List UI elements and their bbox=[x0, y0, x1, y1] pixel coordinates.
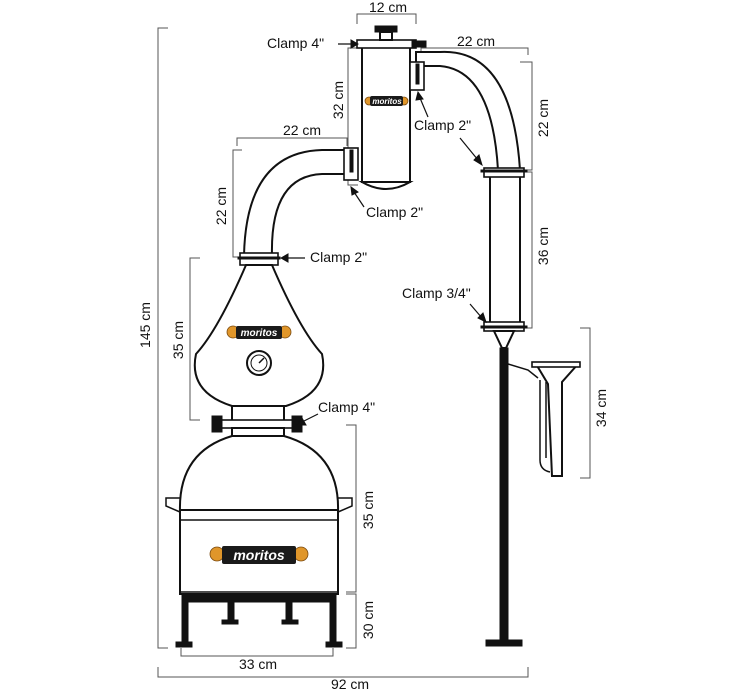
column: moritos bbox=[356, 25, 427, 190]
helmet-logo-text: moritos bbox=[241, 328, 278, 339]
dim-top-pipe-width: 22 cm bbox=[457, 33, 495, 49]
dim-parrot-height: 34 cm bbox=[593, 389, 609, 427]
parrot bbox=[507, 361, 581, 477]
clamp-label-column-side: Clamp 2" bbox=[366, 204, 423, 220]
pot-logo: moritos bbox=[209, 546, 309, 564]
dim-column-width: 12 cm bbox=[369, 0, 407, 15]
dim-helmet-pipe-width: 22 cm bbox=[283, 122, 321, 138]
dimension-labels: 12 cm 22 cm 32 cm 22 cm 22 cm 22 cm 35 c… bbox=[137, 0, 609, 692]
clamp-label-helmet-bottom: Clamp 4" bbox=[318, 399, 375, 415]
pot-logo-text: moritos bbox=[233, 547, 285, 563]
clamp-label-upper-right: Clamp 2" bbox=[414, 117, 471, 133]
helmet-arch-pipe bbox=[242, 147, 359, 257]
dim-pot-height: 35 cm bbox=[360, 491, 376, 529]
dim-stand-height: 30 cm bbox=[360, 601, 376, 639]
condenser bbox=[480, 167, 528, 647]
top-arch-pipe bbox=[409, 50, 522, 171]
column-logo: moritos bbox=[364, 96, 409, 106]
dim-column-height: 32 cm bbox=[330, 81, 346, 119]
dim-helmet-pipe-height: 22 cm bbox=[213, 187, 229, 225]
dim-helmet-height: 35 cm bbox=[170, 321, 186, 359]
dim-total-height: 145 cm bbox=[137, 302, 153, 348]
dim-condenser-height: 36 cm bbox=[535, 227, 551, 265]
clamp-label-column-top: Clamp 4" bbox=[267, 35, 324, 51]
clamp-annotations: Clamp 4" Clamp 2" Clamp 2" Clamp 2" Clam… bbox=[267, 35, 487, 426]
dim-base-width: 33 cm bbox=[239, 656, 277, 672]
clamp-label-condenser-bottom: Clamp 3/4" bbox=[402, 285, 471, 301]
column-logo-text: moritos bbox=[372, 97, 402, 106]
helmet: moritos bbox=[193, 252, 325, 437]
dim-top-drop-height: 22 cm bbox=[535, 99, 551, 137]
dimension-lines bbox=[157, 13, 591, 678]
dim-total-width: 92 cm bbox=[331, 676, 369, 692]
clamp-label-helmet-top: Clamp 2" bbox=[310, 249, 367, 265]
boiler-pot: moritos bbox=[165, 435, 353, 648]
thermometer-gauge-icon bbox=[246, 350, 272, 376]
helmet-logo: moritos bbox=[226, 325, 292, 339]
